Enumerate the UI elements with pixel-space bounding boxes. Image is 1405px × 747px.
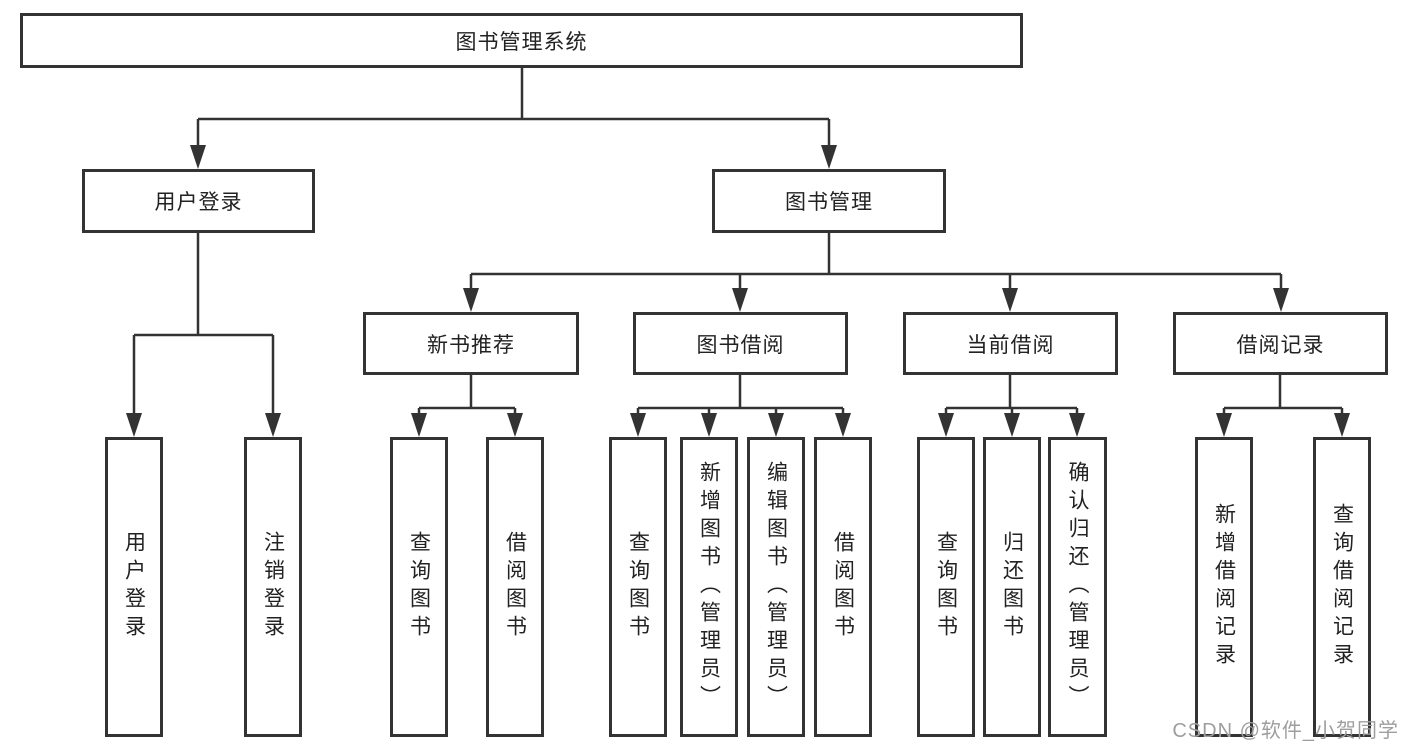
leaf-query-books-recommend: 查询图书 (390, 437, 448, 737)
leaf-edit-books-admin-label: 编辑图书（管理员） (764, 461, 788, 713)
leaf-user-login: 用户登录 (105, 437, 163, 737)
node-user-login: 用户登录 (82, 169, 315, 233)
leaf-borrow-books: 借阅图书 (814, 437, 872, 737)
csdn-watermark: CSDN @软件_小贺同学 (1172, 720, 1399, 742)
leaf-borrow-books-label: 借阅图书 (831, 531, 855, 643)
node-user-login-label: 用户登录 (154, 191, 243, 214)
node-borrow-records-label: 借阅记录 (1236, 333, 1325, 357)
leaf-query-books-current-label: 查询图书 (934, 531, 958, 643)
leaf-query-books-borrow-label: 查询图书 (626, 531, 650, 643)
leaf-query-books-current: 查询图书 (917, 437, 975, 737)
node-borrow-records: 借阅记录 (1173, 312, 1388, 375)
node-book-borrow: 图书借阅 (633, 312, 848, 375)
node-current-borrow-label: 当前借阅 (966, 333, 1055, 357)
arrowhead-icons (126, 145, 1350, 437)
leaf-add-borrow-record: 新增借阅记录 (1195, 437, 1253, 737)
leaf-add-books-admin-label: 新增图书（管理员） (697, 461, 721, 713)
leaf-query-books-borrow: 查询图书 (609, 437, 667, 737)
leaf-confirm-return-admin-label: 确认归还（管理员） (1066, 461, 1089, 713)
leaf-logout-label: 注销登录 (261, 531, 285, 643)
leaf-query-books-recommend-label: 查询图书 (407, 531, 431, 643)
leaf-add-borrow-record-label: 新增借阅记录 (1212, 503, 1236, 671)
node-new-book-recommend: 新书推荐 (363, 312, 579, 375)
node-book-management: 图书管理 (712, 169, 946, 233)
leaf-borrow-books-recommend-label: 借阅图书 (503, 531, 527, 643)
leaf-return-books: 归还图书 (983, 437, 1041, 737)
node-new-book-recommend-label: 新书推荐 (427, 333, 515, 357)
node-book-management-label: 图书管理 (785, 191, 873, 214)
leaf-return-books-label: 归还图书 (1000, 531, 1024, 643)
leaf-borrow-books-recommend: 借阅图书 (486, 437, 544, 737)
leaf-confirm-return-admin: 确认归还（管理员） (1048, 437, 1107, 737)
leaf-query-borrow-record: 查询借阅记录 (1313, 437, 1371, 737)
leaf-logout: 注销登录 (244, 437, 302, 737)
leaf-query-borrow-record-label: 查询借阅记录 (1330, 503, 1354, 671)
node-root-system: 图书管理系统 (20, 13, 1023, 68)
node-book-borrow-label: 图书借阅 (696, 333, 785, 357)
leaf-user-login-label: 用户登录 (122, 531, 146, 643)
leaf-edit-books-admin: 编辑图书（管理员） (747, 437, 805, 737)
leaf-add-books-admin: 新增图书（管理员） (680, 437, 738, 737)
node-current-borrow: 当前借阅 (903, 312, 1118, 375)
node-root-system-label: 图书管理系统 (455, 30, 588, 54)
